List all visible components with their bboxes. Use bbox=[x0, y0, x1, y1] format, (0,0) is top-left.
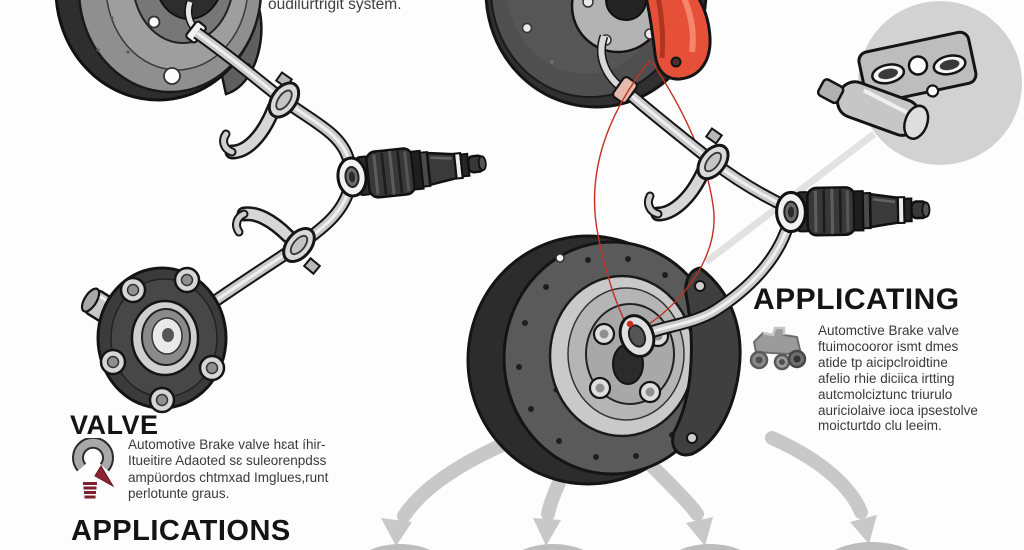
wheel-hub bbox=[80, 266, 228, 414]
flow-arrow bbox=[397, 439, 507, 523]
brake-caliper bbox=[645, 0, 712, 81]
left-brake-drum bbox=[54, 0, 263, 102]
flow-arrow bbox=[765, 431, 868, 519]
option-circle bbox=[679, 544, 741, 550]
right-brake-line bbox=[618, 91, 796, 358]
applications-heading: APPLICATIONS bbox=[71, 515, 291, 547]
option-circle bbox=[522, 544, 584, 550]
right-brake-drum bbox=[484, 0, 712, 109]
valve-assembly-icon bbox=[749, 326, 807, 371]
right-brake-valve bbox=[774, 184, 932, 238]
option-circle bbox=[370, 544, 430, 550]
inset-detail-circle bbox=[703, 1, 1022, 265]
hose-fitting bbox=[612, 76, 638, 104]
applicating-description: Automctive Brake valve ftuimocooror ismt… bbox=[818, 323, 978, 434]
flow-arrow bbox=[641, 455, 704, 521]
left-brake-valve bbox=[334, 138, 490, 203]
applicating-heading: APPLICATING bbox=[753, 283, 960, 316]
inset-valve-body bbox=[816, 30, 978, 140]
left-brake-line bbox=[179, 27, 357, 330]
line-clamp bbox=[232, 206, 322, 276]
red-trace-line bbox=[593, 59, 715, 331]
trace-dot bbox=[626, 320, 634, 328]
valve-gauge-icon bbox=[72, 438, 115, 499]
line-clamp bbox=[219, 71, 301, 160]
valve-description: Automotive Brake valve hɛat íhir- Itueit… bbox=[128, 437, 329, 502]
option-circles bbox=[370, 542, 910, 550]
top-caption: oudilurtrigit system. bbox=[268, 0, 402, 13]
line-clamp bbox=[643, 127, 730, 222]
lug-bolts bbox=[99, 266, 226, 414]
brake-disc bbox=[466, 234, 742, 486]
option-circle bbox=[834, 542, 910, 550]
valve-heading: VALVE bbox=[70, 410, 159, 440]
